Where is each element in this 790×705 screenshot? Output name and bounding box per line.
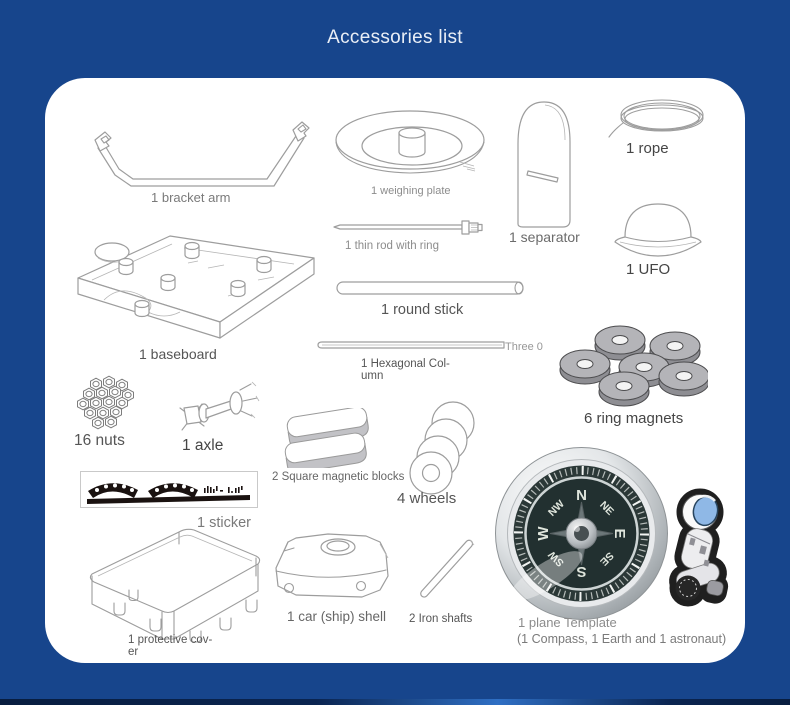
nuts-drawing <box>77 375 134 430</box>
hex-column-drawing <box>317 341 505 349</box>
plane-template-detail-label: (1 Compass, 1 Earth and 1 astronaut) <box>517 632 727 646</box>
protective-cover-drawing <box>89 528 261 643</box>
page-title: Accessories list <box>327 27 463 48</box>
rope-label: 1 rope <box>626 140 669 157</box>
car-shell-label: 1 car (ship) shell <box>287 609 387 624</box>
ring-magnets-drawing <box>559 325 708 407</box>
thin-rod-drawing <box>333 220 483 235</box>
weighing-plate-drawing <box>335 110 485 174</box>
separator-label: 1 separator <box>509 229 580 245</box>
compass-w: W <box>535 526 552 541</box>
wheels-label: 4 wheels <box>397 490 457 507</box>
plane-template-label: 1 plane Template <box>518 615 617 630</box>
wheels-drawing <box>409 401 475 495</box>
bracket-arm-drawing <box>94 121 310 187</box>
round-stick-drawing <box>336 281 524 295</box>
bottom-edge-strip <box>0 699 790 705</box>
accessories-card: 1 bracket arm 1 weighing plate 1 thin ro… <box>45 78 745 663</box>
bracket-arm-label: 1 bracket arm <box>151 190 231 205</box>
astronaut-sticker-image <box>669 488 729 607</box>
ufo-drawing <box>614 203 702 257</box>
iron-shafts-label: 2 Iron shafts <box>409 613 473 625</box>
baseboard-drawing <box>77 235 315 339</box>
magnetic-blocks-label: 2 Square magnetic blocks <box>272 471 405 483</box>
rope-drawing <box>608 99 704 138</box>
compass-n: N <box>576 487 587 504</box>
sticker-drawing <box>80 471 258 508</box>
weighing-plate-label: 1 weighing plate <box>371 185 451 197</box>
ring-magnets-label: 6 ring magnets <box>584 410 684 427</box>
nuts-label: 16 nuts <box>74 432 125 449</box>
magnetic-blocks-drawing <box>284 408 369 468</box>
car-shell-drawing <box>275 533 389 598</box>
iron-shafts-drawing <box>420 539 475 598</box>
separator-drawing <box>517 101 571 228</box>
compass-s: S <box>576 563 586 580</box>
compass-e: E <box>611 528 628 538</box>
axle-drawing <box>179 381 260 431</box>
compass-image: N NE E SE S SW W NW <box>495 447 668 620</box>
thin-rod-label: 1 thin rod with ring <box>345 240 439 252</box>
sticker-label: 1 sticker <box>197 515 251 531</box>
hex-column-label: 1 Hexagonal Col- umn <box>361 358 450 383</box>
protective-cover-label: 1 protective cov- er <box>128 634 213 659</box>
round-stick-label: 1 round stick <box>381 302 464 318</box>
three-o-text: Three 0 <box>505 341 543 353</box>
ufo-label: 1 UFO <box>626 261 671 278</box>
baseboard-label: 1 baseboard <box>139 346 217 362</box>
axle-label: 1 axle <box>182 437 224 454</box>
